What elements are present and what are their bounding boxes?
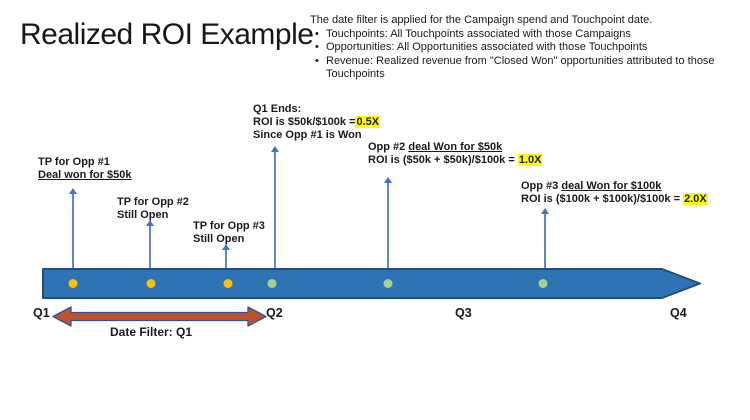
annotation-line: Opp #3 [521,180,562,192]
info-bullet-touchpoints: • Touchpoints: All Touchpoints associated… [310,28,746,42]
annotation-line: Since Opp #1 is Won [253,129,362,141]
annotation-line-underlined: Deal won for $50k [38,169,132,181]
connector-arrow-tp2 [145,220,155,268]
info-bullet-revenue: • Revenue: Realized revenue from "Closed … [310,55,746,82]
roi-highlight: 2.0X [683,193,708,205]
annotation-line: TP for Opp #1 [38,156,110,168]
annotation-line-underlined: deal Won for $50k [408,141,503,153]
annotation-opp3-won: Opp #3 deal Won for $100k ROI is ($100k … [521,180,708,206]
info-bullet-text: Revenue: Realized revenue from "Closed W… [326,54,715,81]
bullet-icon: • [315,54,319,67]
info-bullet-opportunities: • Opportunities: All Opportunities associ… [310,41,746,55]
roi-highlight: 1.0X [517,154,543,166]
date-filter-arrow [52,306,267,327]
annotation-line-underlined: deal Won for $100k [561,180,662,192]
connector-arrow-q1-ends [270,146,280,268]
arrow-up-icon [222,244,230,250]
arrow-shaft [225,250,227,268]
annotation-line: Q1 Ends: [253,103,302,115]
quarter-label-q1: Q1 [33,306,50,320]
connector-arrow-tp1 [68,188,78,268]
annotation-opp2-won: Opp #2 deal Won for $50k ROI is ($50k + … [368,141,543,167]
connector-arrow-tp3 [221,244,231,268]
roi-highlight: 0.5X [355,116,381,128]
quarter-label-q2: Q2 [266,306,283,320]
annotation-tp-opp2: TP for Opp #2 Still Open [117,196,189,222]
quarter-label-q4: Q4 [670,306,687,320]
bullet-icon: • [315,27,319,40]
annotation-line: ROI is ($100k + $100k)/$100k = [521,193,684,205]
won-dot-opp2 [383,279,393,288]
page-title: Realized ROI Example [20,18,314,51]
annotation-line: ROI is ($50k + $50k)/$100k = [368,154,518,166]
arrow-up-icon [69,188,77,194]
annotation-q1-ends: Q1 Ends: ROI is $50k/$100k =0.5X Since O… [253,103,381,142]
info-block: The date filter is applied for the Campa… [310,14,746,82]
annotation-line: TP for Opp #3 [193,220,265,232]
arrow-shaft [72,194,74,268]
date-filter-label: Date Filter: Q1 [110,325,193,339]
arrow-up-icon [271,146,279,152]
annotation-line: TP for Opp #2 [117,196,189,208]
connector-arrow-opp3 [540,208,550,268]
quarter-label-q3: Q3 [455,306,472,320]
bullet-icon: • [315,41,319,53]
arrow-up-icon [384,177,392,183]
touchpoint-dot-opp3 [223,279,233,288]
annotation-line: Opp #2 [368,141,409,153]
info-intro: The date filter is applied for the Campa… [310,14,653,26]
touchpoint-dot-opp1 [68,279,78,288]
annotation-line: Still Open [193,233,245,245]
won-dot-opp1 [267,279,277,288]
timeline-bar [42,268,701,299]
annotation-tp-opp3: TP for Opp #3 Still Open [193,220,265,246]
arrow-shaft [274,152,276,268]
touchpoint-dot-opp2 [146,279,156,288]
arrow-shaft [387,183,389,268]
arrow-up-icon [146,220,154,226]
arrow-shaft [149,226,151,268]
arrow-up-icon [541,208,549,214]
arrow-shaft [544,214,546,268]
info-bullet-text: Opportunities: All Opportunities associa… [326,41,648,53]
connector-arrow-opp2 [383,177,393,268]
annotation-tp-opp1: TP for Opp #1 Deal won for $50k [38,156,132,182]
annotation-line: ROI is $50k/$100k = [253,116,356,128]
won-dot-opp3 [538,279,548,288]
info-bullet-text: Touchpoints: All Touchpoints associated … [326,27,631,40]
annotation-line: Still Open [117,209,169,221]
